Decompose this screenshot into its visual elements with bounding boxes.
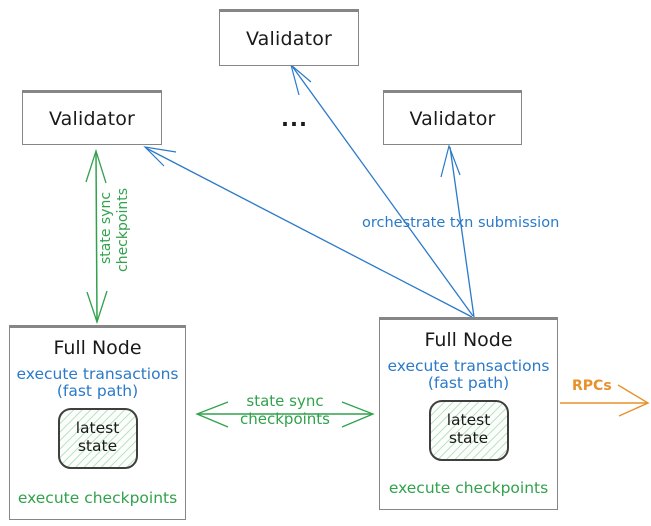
full-node-box-left[interactable]: Full Node execute transactions (fast pat…: [9, 325, 186, 520]
validators-ellipsis: ...: [281, 107, 308, 131]
edge-label-state-sync-vertical: state sync: [98, 191, 114, 264]
latest-state-pill[interactable]: latest state: [57, 407, 138, 469]
edge-label-state-sync-center: state sync checkpoints: [210, 392, 360, 428]
full-node-fast-path-line2: (fast path): [56, 382, 139, 401]
validator-box-top[interactable]: Validator: [219, 9, 359, 66]
edge-label-state-sync-line1: state sync: [246, 392, 324, 410]
validator-box-right[interactable]: Validator: [383, 90, 522, 145]
edge-label-rpcs: RPCs: [572, 378, 612, 394]
full-node-fast-path-line1: execute transactions: [16, 365, 179, 383]
validator-label: Validator: [245, 27, 333, 50]
full-node-execute-checkpoints: execute checkpoints: [17, 488, 178, 507]
full-node-box-right[interactable]: Full Node execute transactions (fast pat…: [379, 317, 558, 510]
full-node-title: Full Node: [424, 329, 513, 351]
edge-label-checkpoints-line2: checkpoints: [240, 409, 330, 428]
latest-state-line1: latest: [446, 411, 491, 430]
latest-state-pill[interactable]: latest state: [428, 399, 509, 461]
full-node-title: Full Node: [53, 337, 142, 359]
validator-label: Validator: [409, 107, 496, 130]
full-node-execute-checkpoints: execute checkpoints: [388, 478, 549, 497]
full-node-fast-path-line1: execute transactions: [387, 357, 550, 375]
full-node-fast-path-text: execute transactions (fast path): [387, 357, 550, 393]
latest-state-line2: state: [77, 437, 118, 456]
full-node-fast-path-text: execute transactions (fast path): [16, 365, 179, 401]
latest-state-line1: latest: [75, 419, 120, 438]
full-node-fast-path-line2: (fast path): [427, 374, 510, 393]
validator-box-left[interactable]: Validator: [22, 90, 162, 145]
validator-label: Validator: [48, 107, 136, 130]
edge-label-orchestrate: orchestrate txn submission: [362, 215, 560, 231]
edge-label-checkpoints-vertical: checkpoints: [115, 188, 131, 272]
latest-state-line2: state: [448, 429, 489, 448]
